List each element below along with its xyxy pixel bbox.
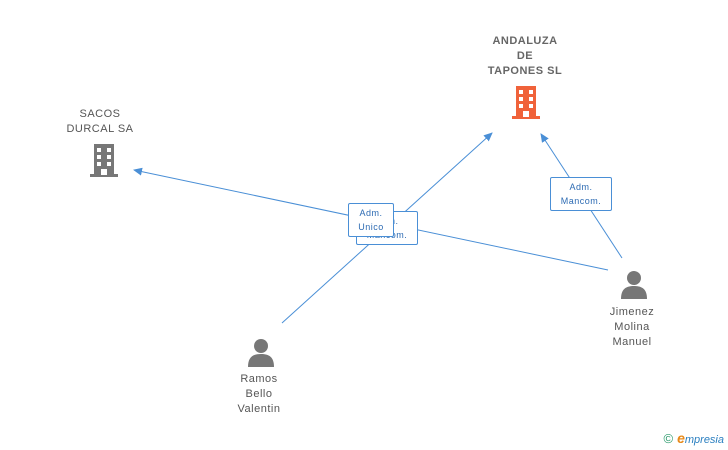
company-sacos-label[interactable]: SACOS DURCAL SA xyxy=(66,108,134,135)
person-jimenez-label[interactable]: Jimenez Molina Manuel xyxy=(609,306,655,348)
edge-label-adm-mancom-right[interactable]: Adm. Mancom. xyxy=(550,177,612,211)
person-icon[interactable] xyxy=(247,338,275,368)
edge-label-adm-unico[interactable]: Adm. Unico xyxy=(348,203,394,237)
building-icon[interactable] xyxy=(88,142,120,178)
empresia-watermark: ©empresia xyxy=(663,430,724,446)
copyright-icon: © xyxy=(663,431,674,446)
person-icon[interactable] xyxy=(620,270,648,300)
person-ramos-label[interactable]: Ramos Bello Valentin xyxy=(237,373,281,415)
building-icon[interactable] xyxy=(510,84,542,120)
company-andaluza-label[interactable]: ANDALUZA DE TAPONES SL xyxy=(487,35,563,77)
